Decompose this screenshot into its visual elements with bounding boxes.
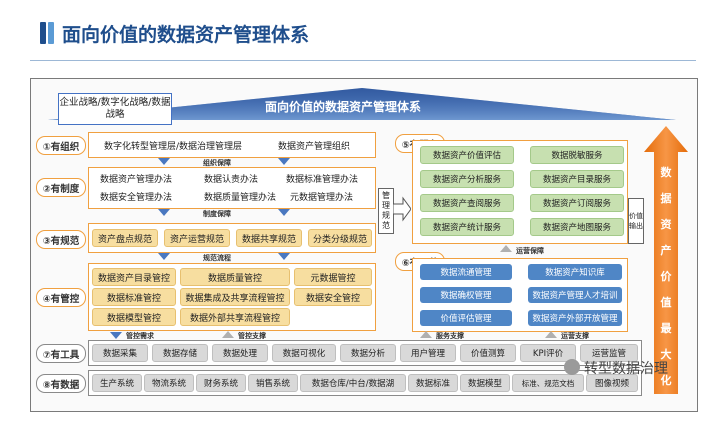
ctrl-item: 数据集成及共享流程管控 xyxy=(180,288,290,306)
tool-item: 数据存储 xyxy=(152,344,208,362)
sys-item: 数据安全管理办法 xyxy=(100,193,173,203)
layer-label-org: ①有组织 xyxy=(36,136,86,155)
ops-item: 数据资产知识库 xyxy=(528,264,622,280)
connector-label: 运营支撑 xyxy=(561,332,589,340)
tool-item: 数据采集 xyxy=(92,344,148,362)
watermark: 转型数据治理 xyxy=(584,361,668,377)
org-item: 数字化转型管理层/数据治理管理层 xyxy=(104,142,243,152)
sys-item: 元数据管理办法 xyxy=(290,193,354,203)
roof-triangle xyxy=(48,88,676,120)
service-item: 数据资产分析服务 xyxy=(420,170,514,188)
down-arrow xyxy=(110,332,122,339)
ops-item: 价值评估管理 xyxy=(420,310,512,326)
service-item: 数据资产价值评估 xyxy=(420,146,514,164)
connector-label: 管控支撑 xyxy=(238,332,266,340)
up-arrow xyxy=(500,245,512,252)
sys-item: 数据资产管理办法 xyxy=(100,175,173,185)
wechat-icon xyxy=(564,359,580,375)
ctrl-item: 数据资产目录管控 xyxy=(92,268,176,286)
sys-item: 数据标准管理办法 xyxy=(286,175,359,185)
data-item: 销售系统 xyxy=(248,374,298,392)
ops-item: 数据资产外部开放管理 xyxy=(528,310,622,326)
tool-item: 数据处理 xyxy=(212,344,268,362)
value-max-text: 数据资产价值最大化 xyxy=(660,166,672,387)
title-accent-bar xyxy=(40,22,46,44)
sys-box xyxy=(88,167,376,209)
up-arrow xyxy=(420,331,432,338)
service-item: 数据脱敏服务 xyxy=(530,146,624,164)
tool-item: 运营监管 xyxy=(580,344,638,362)
data-item: 数据仓库/中台/数据湖 xyxy=(300,374,406,392)
value-output-box: 价值输出 xyxy=(628,198,644,244)
up-arrow xyxy=(222,331,234,338)
service-item: 数据资产统计服务 xyxy=(420,218,514,236)
connector-label: 制度保障 xyxy=(203,210,231,218)
service-item: 数据资产订阅服务 xyxy=(530,194,624,212)
norm-item: 资产盘点规范 xyxy=(92,229,158,247)
service-item: 数据资产目录服务 xyxy=(530,170,624,188)
connector-label: 组织保障 xyxy=(203,159,231,167)
data-item: 生产系统 xyxy=(92,374,142,392)
connector-label: 运营保障 xyxy=(516,247,544,255)
ops-item: 数据流通管理 xyxy=(420,264,512,280)
down-arrow xyxy=(278,209,290,216)
roof-title: 面向价值的数据资产管理体系 xyxy=(265,100,422,114)
ops-item: 数据确权管理 xyxy=(420,287,512,303)
ctrl-item: 元数据管控 xyxy=(294,268,372,286)
tool-item: 用户管理 xyxy=(400,344,456,362)
down-arrow xyxy=(158,158,170,165)
org-item: 数据资产管理组织 xyxy=(278,142,351,152)
down-arrow xyxy=(158,253,170,260)
tool-item: 数据分析 xyxy=(340,344,396,362)
title-divider xyxy=(30,60,696,61)
layer-label-norm: ③有规范 xyxy=(36,230,86,249)
layer-label-sys: ②有制度 xyxy=(36,178,86,197)
data-item: 标准、规范文档 xyxy=(512,374,584,392)
ctrl-item: 数据质量管控 xyxy=(180,268,290,286)
ctrl-item: 数据安全管控 xyxy=(294,288,372,306)
page-title: 面向价值的数据资产管理体系 xyxy=(62,24,310,46)
ctrl-item: 数据模型管控 xyxy=(92,308,176,326)
tool-item: 价值测算 xyxy=(460,344,516,362)
norm-item: 资产运营规范 xyxy=(164,229,230,247)
org-box xyxy=(88,132,376,158)
ctrl-item: 数据标准管控 xyxy=(92,288,176,306)
layer-label-tools: ⑦有工具 xyxy=(36,344,86,363)
data-item: 物流系统 xyxy=(144,374,194,392)
sys-item: 数据质量管理办法 xyxy=(204,193,277,203)
norm-item: 数据共享规范 xyxy=(236,229,302,247)
connector-label: 服务支撑 xyxy=(436,332,464,340)
data-item: 图像视频 xyxy=(586,374,638,392)
data-item: 数据标准 xyxy=(408,374,458,392)
ops-item: 数据资产管理人才培训 xyxy=(528,287,622,303)
up-arrow xyxy=(545,331,557,338)
value-max-arrow xyxy=(644,126,688,394)
data-item: 数据模型 xyxy=(460,374,510,392)
ctrl-item: 数据外部共享流程管控 xyxy=(180,308,290,326)
down-arrow xyxy=(278,158,290,165)
norm-item: 分类分级规范 xyxy=(308,229,372,247)
down-arrow xyxy=(158,209,170,216)
strategy-box: 企业战略/数字化战略/数据战略 xyxy=(58,93,172,125)
down-arrow xyxy=(278,253,290,260)
mgmt-norm-box: 管理规范 xyxy=(378,188,394,234)
tool-item: KPI评价 xyxy=(520,344,576,362)
title-accent-bar-light xyxy=(48,22,54,44)
sys-item: 数据认责办法 xyxy=(204,175,259,185)
layer-label-ctrl: ④有管控 xyxy=(36,288,86,307)
data-item: 财务系统 xyxy=(196,374,246,392)
tool-item: 数据可视化 xyxy=(272,344,336,362)
connector-label: 管控需求 xyxy=(126,332,154,340)
service-item: 数据资产查阅服务 xyxy=(420,194,514,212)
connector-label: 规范流程 xyxy=(203,254,231,262)
right-arrow xyxy=(393,196,411,222)
layer-label-data: ⑧有数据 xyxy=(36,374,86,393)
service-item: 数据资产地图服务 xyxy=(530,218,624,236)
